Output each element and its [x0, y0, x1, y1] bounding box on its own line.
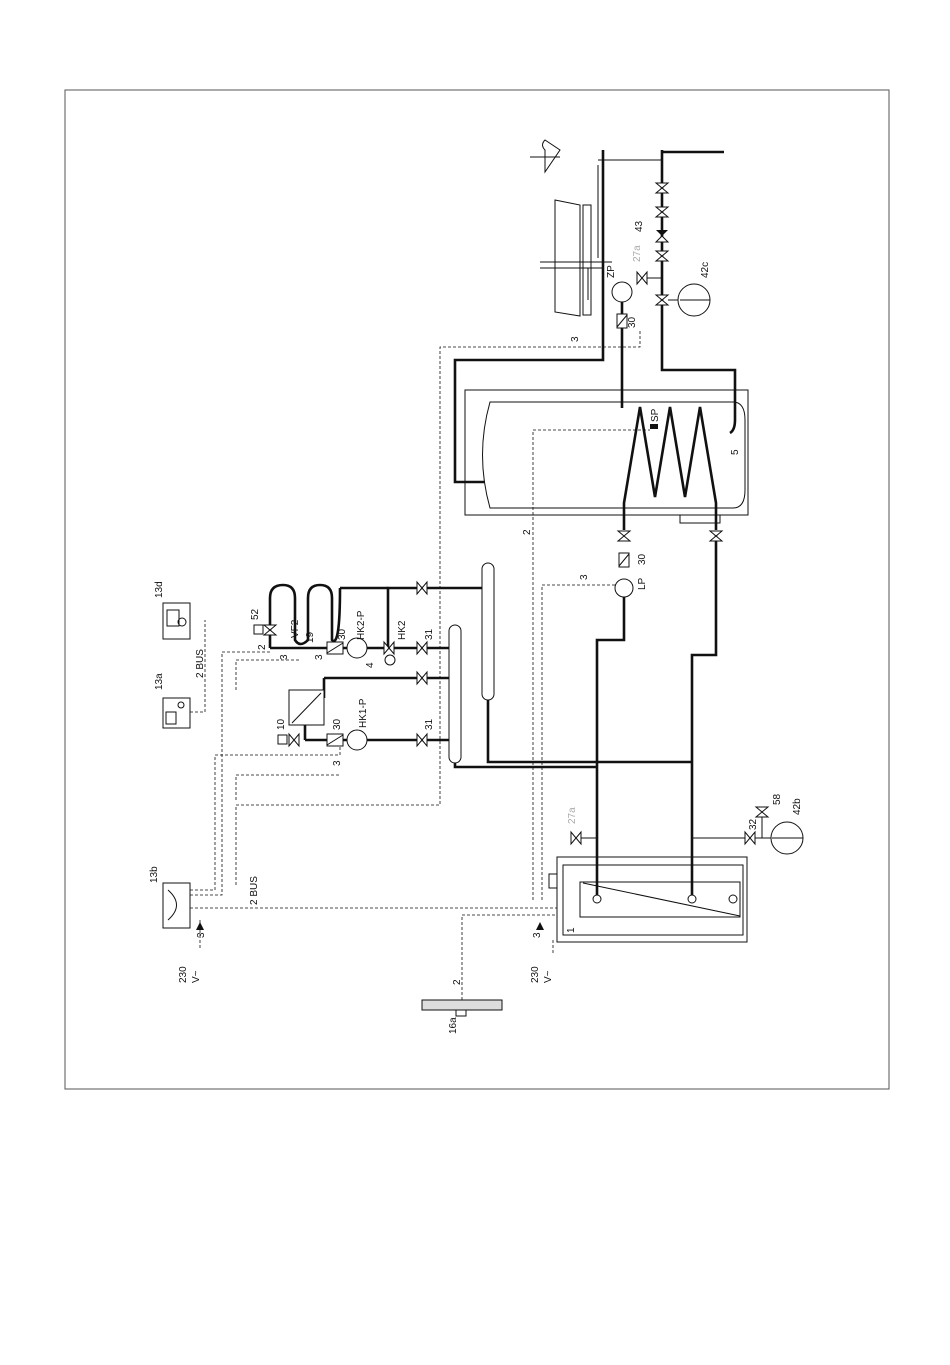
outdoor-sensor-16a: 16a — [422, 1000, 502, 1034]
label-lp: LP — [637, 577, 648, 590]
label-3-right: 3 — [532, 932, 543, 938]
remote-control-13d: 13d — [154, 581, 190, 639]
label-19: 19 — [305, 631, 316, 643]
label-27a-boiler: 27a — [567, 807, 578, 824]
hot-water-cylinder: SP 5 — [465, 390, 748, 530]
label-3-hk1: 3 — [332, 760, 343, 766]
boiler: 1 — [549, 857, 747, 942]
label-bus-top: 2 BUS — [195, 649, 206, 678]
svg-text:13d: 13d — [154, 581, 165, 598]
label-3-zp: 3 — [570, 336, 581, 342]
label-52: 52 — [250, 608, 261, 620]
label-2-hk2: 2 — [257, 644, 268, 650]
label-31-hk2: 31 — [424, 628, 435, 640]
label-zp: ZP — [606, 265, 617, 278]
label-3-vf2: 3 — [279, 654, 290, 660]
label-hk2p: HK2-P — [356, 610, 367, 640]
label-58: 58 — [772, 793, 783, 805]
label-hk2: HK2 — [397, 620, 408, 640]
label-2-sensor: 2 — [452, 979, 463, 985]
label-30-hk2: 30 — [337, 628, 348, 640]
label-3-lp: 3 — [579, 574, 590, 580]
label-43: 43 — [634, 220, 645, 232]
label-3b-vf2: 3 — [314, 654, 325, 660]
label-bus-bottom: 2 BUS — [249, 876, 260, 905]
remote-control-13a: 13a — [154, 673, 190, 728]
label-27a-top: 27a — [632, 245, 643, 262]
label-230-left: 230 — [178, 966, 189, 983]
label-1: 1 — [566, 927, 577, 933]
label-30-hk1: 30 — [332, 718, 343, 730]
label-30-lp: 30 — [637, 553, 648, 565]
label-230-right: 230 — [530, 966, 541, 983]
svg-text:16a: 16a — [448, 1017, 459, 1034]
label-32: 32 — [748, 818, 759, 830]
low-loss-header-2 — [482, 563, 494, 700]
low-loss-header-1 — [449, 625, 461, 763]
label-vf2: VF2 — [290, 619, 301, 638]
label-10: 10 — [276, 718, 287, 730]
controller-13b: 13b — [149, 866, 190, 928]
label-30-zp: 30 — [627, 316, 638, 328]
label-42c: 42c — [700, 262, 711, 278]
label-5: 5 — [730, 449, 741, 455]
svg-text:13a: 13a — [154, 673, 165, 690]
label-3-left: 3 — [196, 932, 207, 938]
label-2-sp: 2 — [522, 529, 533, 535]
label-vac-right: V~ — [543, 970, 554, 983]
svg-text:13b: 13b — [149, 866, 160, 883]
drawing-frame — [65, 90, 889, 1089]
bath-tub — [530, 140, 612, 316]
label-4: 4 — [365, 662, 376, 668]
label-31-hk1: 31 — [424, 718, 435, 730]
label-sp: SP — [650, 408, 661, 422]
label-vac-left: V~ — [191, 970, 202, 983]
label-hk1p: HK1-P — [358, 698, 369, 728]
label-42b: 42b — [792, 798, 803, 815]
